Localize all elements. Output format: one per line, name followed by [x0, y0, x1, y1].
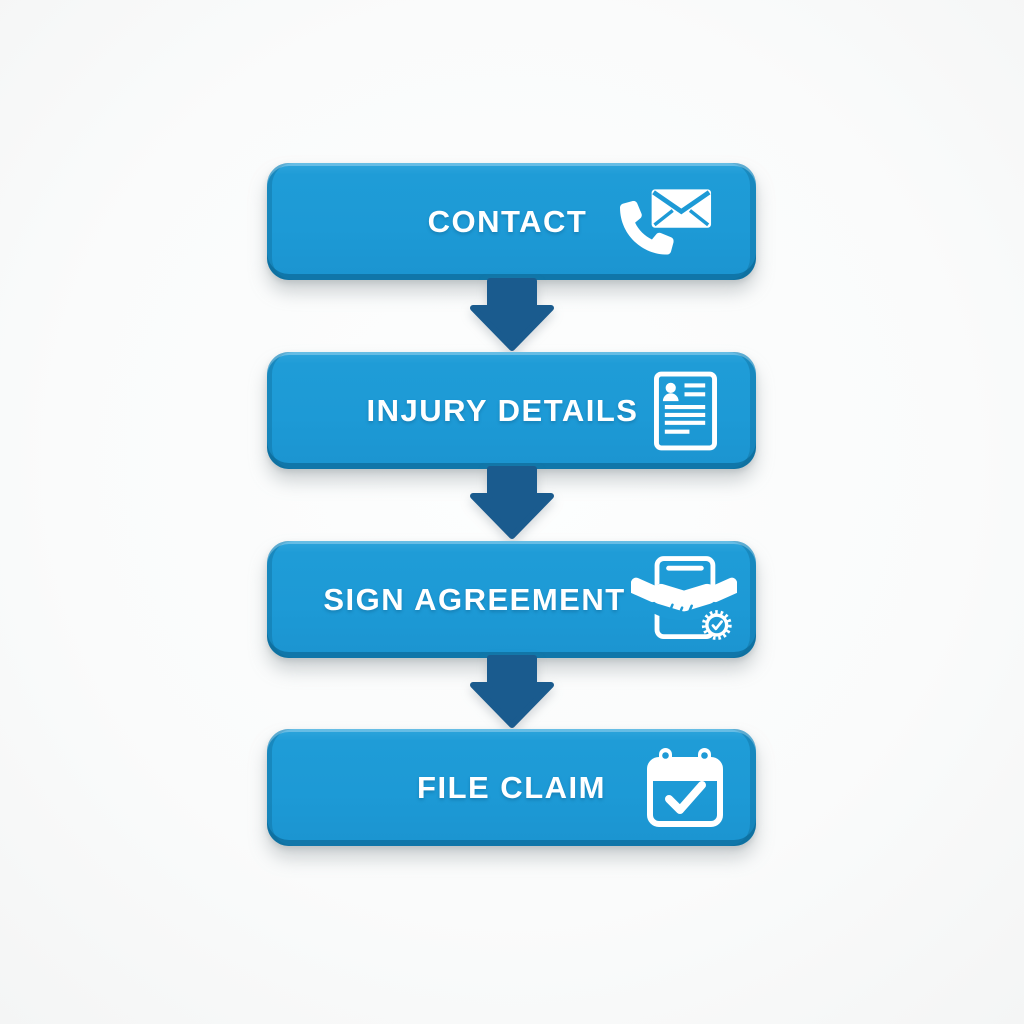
handshake-document-check-icon [628, 555, 740, 645]
person-document-icon [654, 371, 717, 450]
step-injury-details: INJURY DETAILS [267, 352, 756, 469]
step-file-claim: FILE CLAIM [267, 729, 756, 846]
down-arrow-icon [470, 278, 554, 352]
down-arrow-icon [470, 655, 554, 729]
step-label: SIGN AGREEMENT [323, 581, 626, 617]
down-arrow-icon [470, 466, 554, 540]
step-label: CONTACT [427, 203, 588, 239]
calendar-check-icon [647, 747, 723, 828]
step-contact: CONTACT [267, 163, 756, 280]
step-label: FILE CLAIM [417, 769, 606, 805]
step-sign-agreement: SIGN AGREEMENT [267, 541, 756, 658]
step-label: INJURY DETAILS [366, 392, 639, 428]
phone-mail-icon [620, 188, 712, 256]
